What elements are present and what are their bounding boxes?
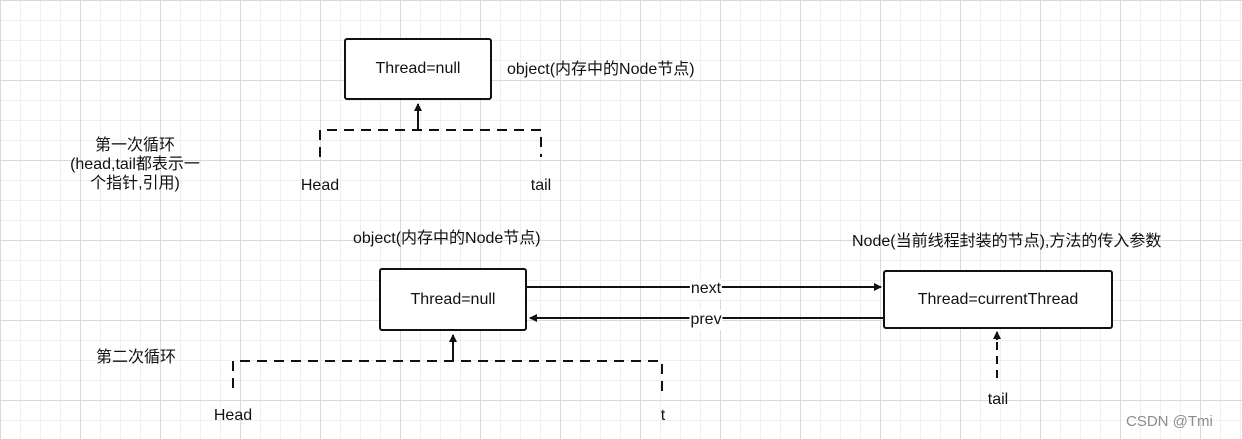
prev-edge-label: prev [689, 310, 723, 330]
watermark: CSDN @Tmi [1126, 413, 1213, 430]
loop2-node-label: Thread=null [410, 290, 496, 308]
loop1-caption-line3: 个指针,引用) [90, 175, 180, 192]
loop2-node-desc: object(内存中的Node节点) [353, 230, 541, 247]
loop1-tail-label: tail [530, 177, 552, 194]
loop2-node-box: Thread=null [379, 268, 527, 331]
loop2-pointer-bracket [232, 360, 663, 392]
loop1-pointer-bracket [319, 129, 542, 157]
loop2-head-label: Head [213, 407, 253, 424]
loop2-tail-label: tail [987, 391, 1009, 408]
loop1-node-box: Thread=null [344, 38, 492, 100]
loop1-caption: 第一次循环 (head,tail都表示一 个指针,引用) [60, 136, 210, 193]
loop1-node-desc: object(内存中的Node节点) [507, 61, 695, 78]
loop2-new-node-label: Thread=currentThread [917, 290, 1079, 308]
next-edge-label: next [689, 279, 723, 299]
loop1-head-label: Head [300, 177, 340, 194]
loop1-caption-line2: (head,tail都表示一 [70, 156, 200, 173]
loop2-t-label: t [660, 407, 666, 424]
loop2-caption: 第二次循环 [96, 349, 177, 366]
loop2-new-node-box: Thread=currentThread [883, 270, 1113, 329]
loop1-node-label: Thread=null [375, 60, 461, 77]
loop1-caption-line1: 第一次循环 [94, 137, 175, 154]
loop2-new-node-desc: Node(当前线程封装的节点),方法的传入参数 [852, 233, 1162, 250]
